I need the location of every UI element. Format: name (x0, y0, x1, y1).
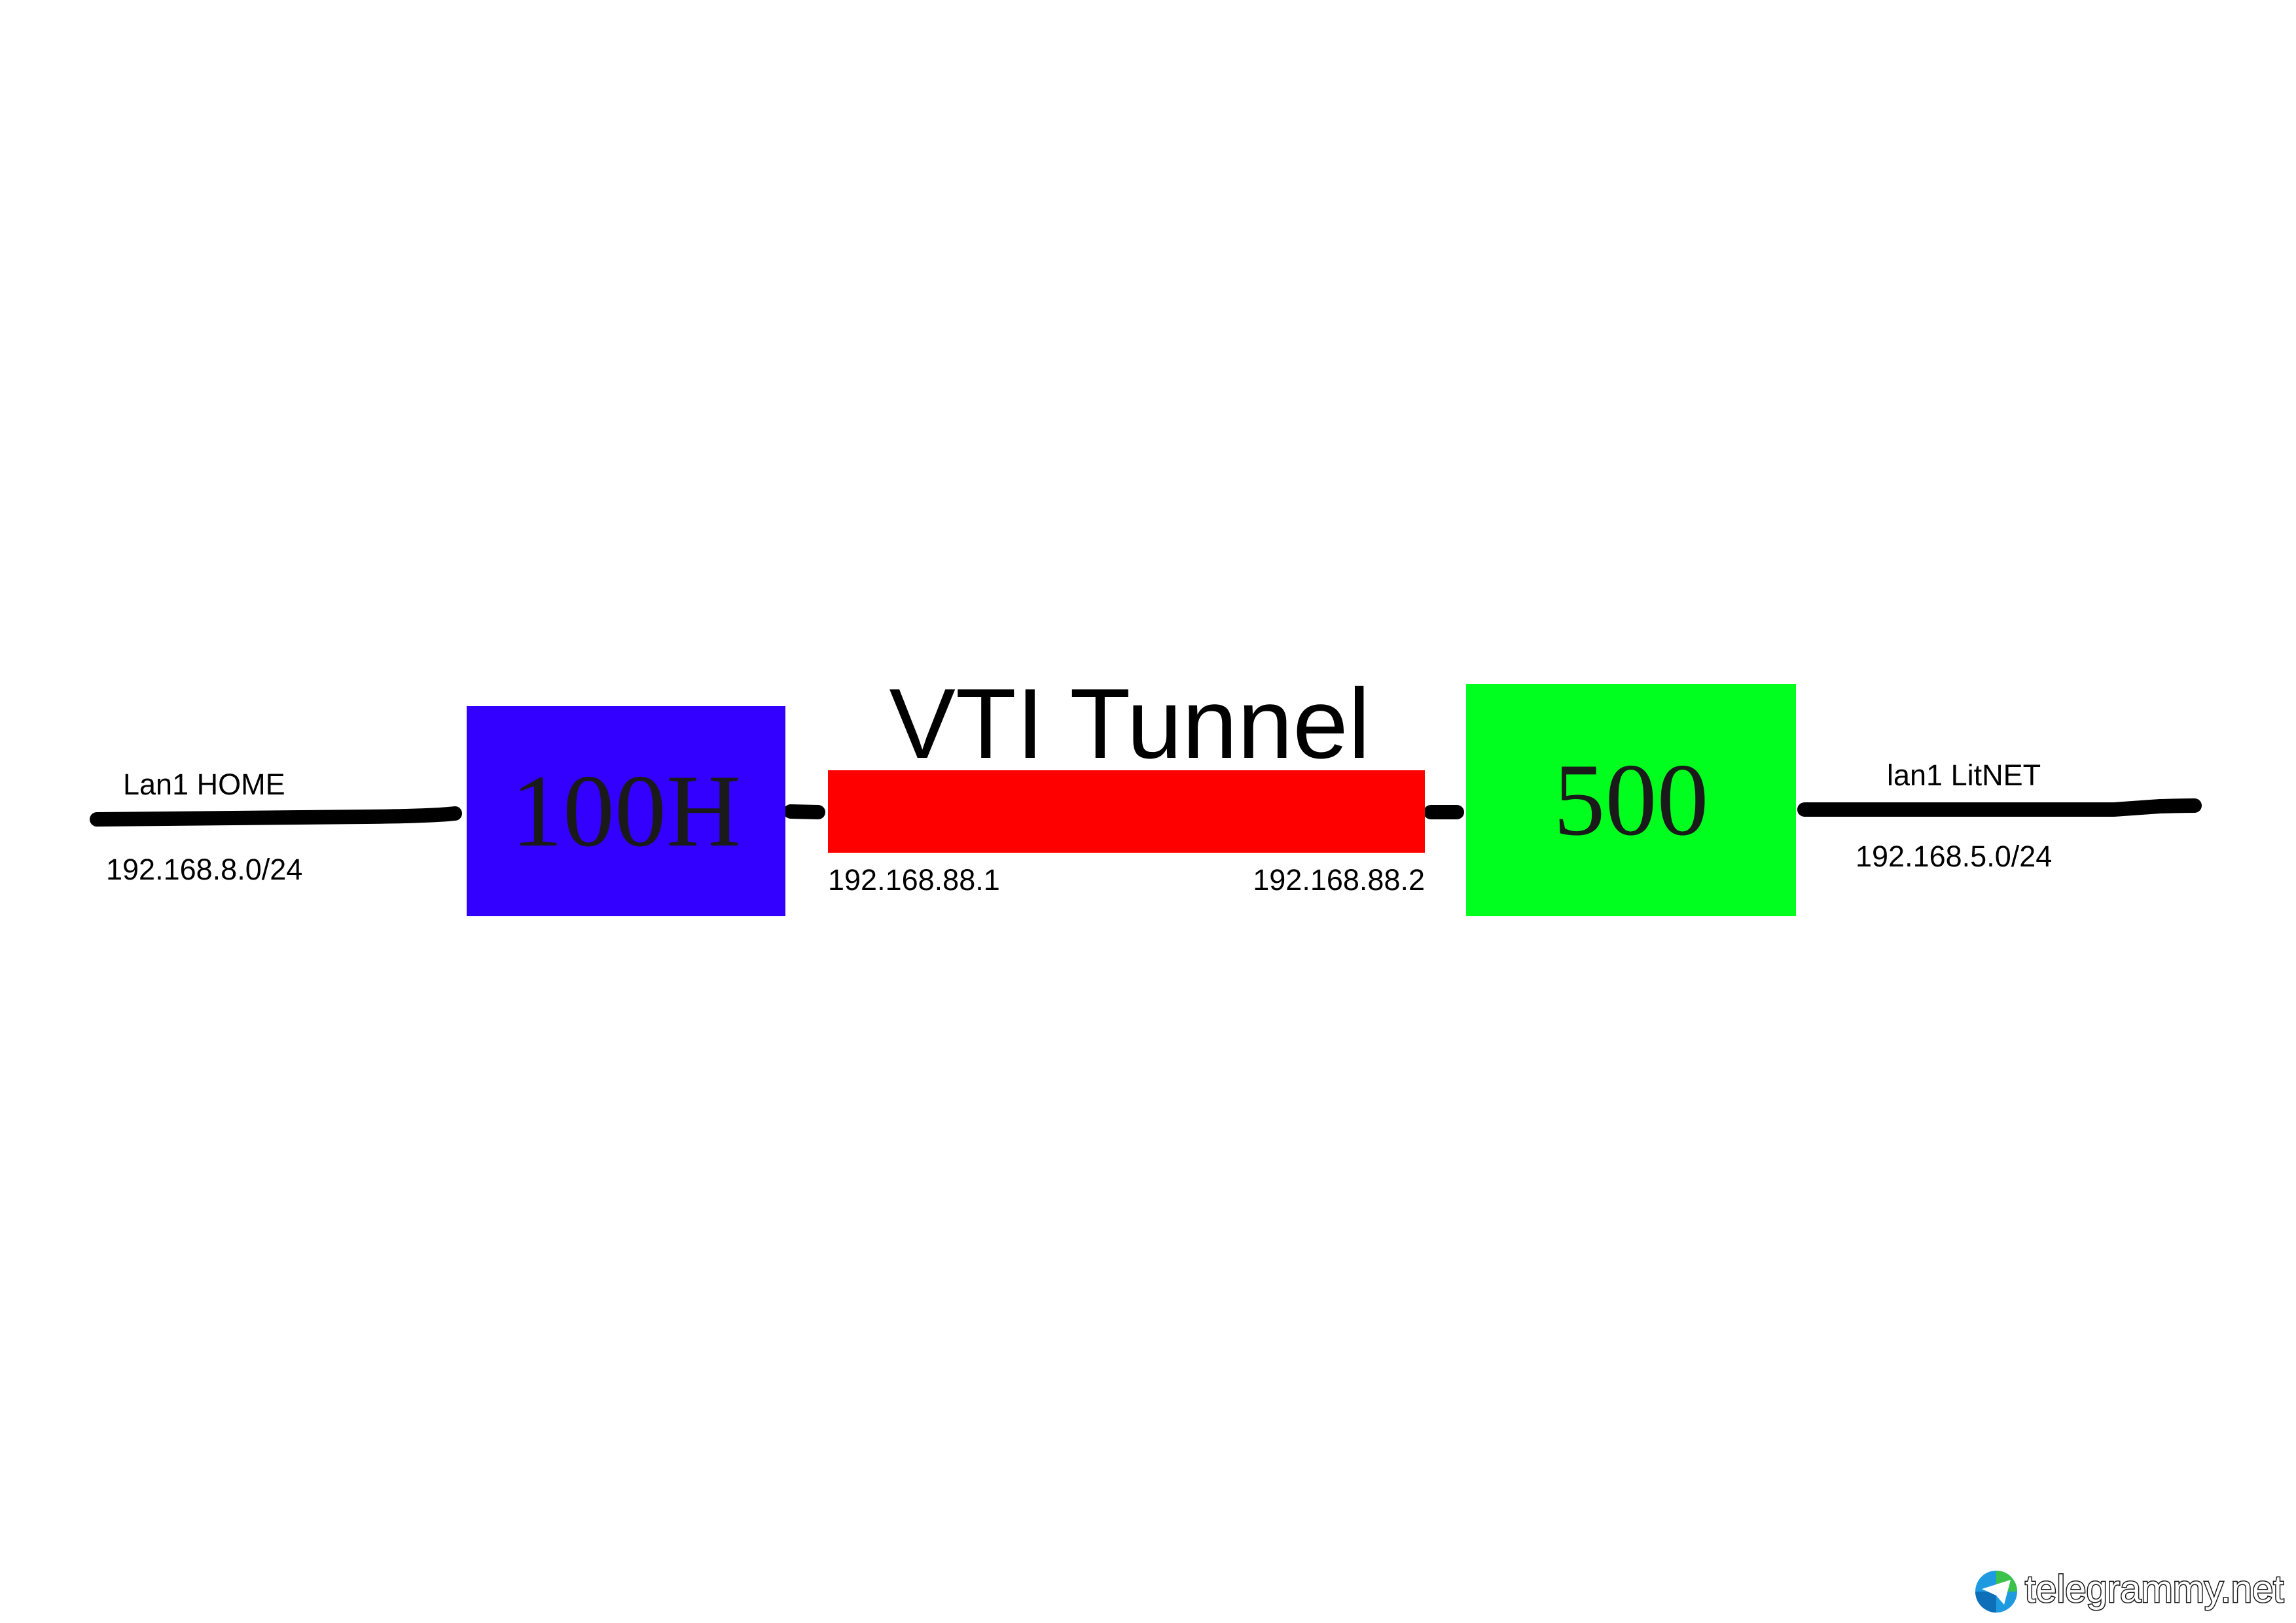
telegrammy-logo-icon (1975, 1571, 2017, 1613)
right-lan-name: lan1 LitNET (1887, 758, 2041, 792)
right-lan-line (1797, 798, 2202, 817)
tunnel-left-ip: 192.168.88.1 (828, 863, 1000, 897)
router-100h-box: 100H (467, 706, 785, 916)
left-lan-name: Lan1 HOME (123, 768, 285, 801)
vti-tunnel-bar (828, 770, 1425, 853)
watermark: telegrammy.net (1970, 1565, 2296, 1618)
diagram-title: VTI Tunnel (889, 668, 1371, 779)
left-lan-line (90, 806, 462, 827)
watermark-text: telegrammy.net (2024, 1568, 2284, 1611)
router-500-label: 500 (1553, 742, 1709, 857)
router-500-box: 500 (1466, 684, 1796, 916)
tunnel-right-ip: 192.168.88.2 (1253, 863, 1425, 897)
right-lan-subnet: 192.168.5.0/24 (1856, 840, 2053, 873)
router-100h-label: 100H (511, 753, 742, 868)
left-lan-subnet: 192.168.8.0/24 (106, 853, 303, 886)
